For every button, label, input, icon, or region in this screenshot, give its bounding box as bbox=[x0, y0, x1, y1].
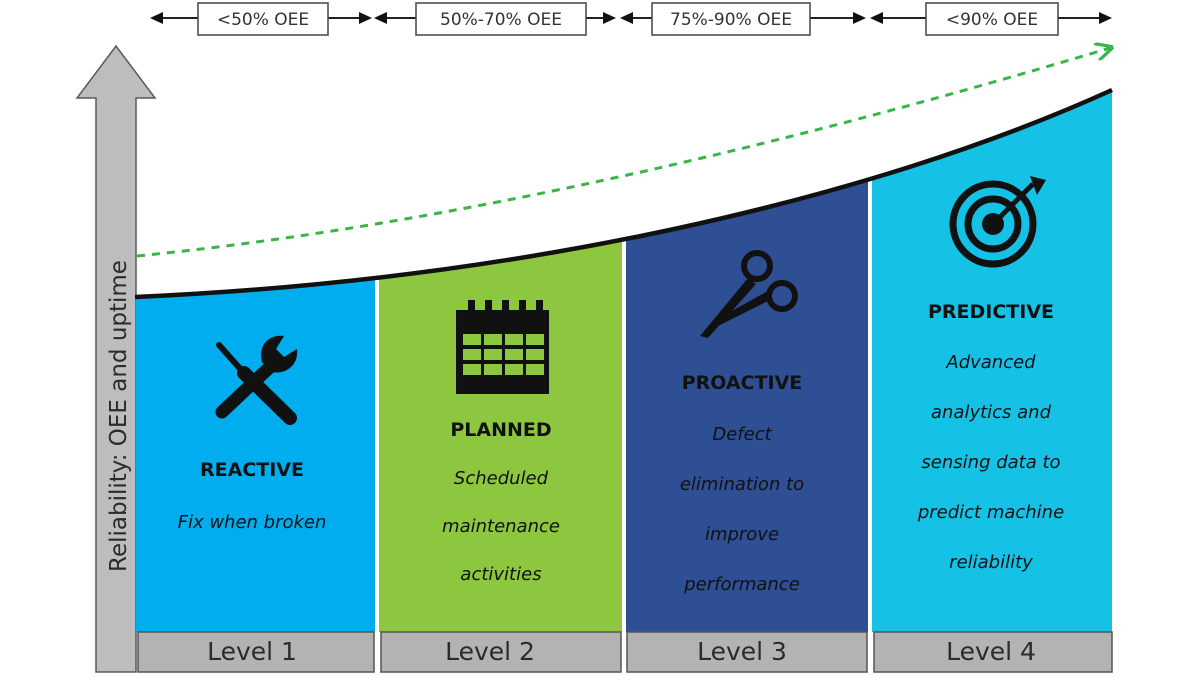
level-2-label: Level 2 bbox=[445, 637, 535, 666]
trend-arrow bbox=[136, 48, 1110, 258]
oee-range-2: 50%-70% OEE bbox=[374, 2, 616, 36]
range-2-label: 50%-70% OEE bbox=[440, 10, 562, 30]
level-1-bar bbox=[137, 631, 375, 673]
level-2-description-line-3: activities bbox=[460, 564, 541, 585]
level-3-bar bbox=[626, 631, 868, 673]
level-2-description-line-1: Scheduled bbox=[454, 468, 549, 489]
calendar-icon bbox=[456, 300, 549, 394]
range-1-right-arrow-icon bbox=[359, 12, 372, 24]
oee-range-4: <90% OEE bbox=[870, 2, 1112, 36]
axis-label: Reliability: OEE and uptime bbox=[106, 260, 132, 572]
level-3-description-line-1: Defect bbox=[712, 424, 772, 445]
level-3-description-line-3: improve bbox=[705, 524, 779, 545]
level-bars: Level 1 Level 2 Level 3 Level 4 bbox=[137, 631, 1113, 673]
level-2-description-line-2: maintenance bbox=[442, 516, 560, 537]
level-3-content: PROACTIVE Defect elimination to improve … bbox=[680, 250, 804, 595]
level-1-panel bbox=[136, 90, 375, 632]
range-2-box bbox=[415, 2, 587, 36]
oee-range-1: <50% OEE bbox=[150, 2, 372, 36]
level-4-description-line-1: Advanced bbox=[945, 352, 1036, 373]
level-2-bar bbox=[380, 631, 622, 673]
range-3-left-arrow-icon bbox=[620, 12, 633, 24]
range-4-box bbox=[925, 2, 1059, 36]
level-4-content: PREDICTIVE Advanced analytics and sensin… bbox=[917, 176, 1064, 573]
level-2-content: PLANNED Scheduled maintenance activities bbox=[442, 300, 560, 585]
tools-icon bbox=[215, 335, 298, 425]
level-3-description-line-2: elimination to bbox=[680, 474, 804, 495]
level-4-description-line-3: sensing data to bbox=[921, 452, 1060, 473]
level-columns bbox=[136, 90, 1112, 632]
level-4-description-line-5: reliability bbox=[949, 552, 1033, 573]
level-3-label: Level 3 bbox=[697, 637, 787, 666]
level-2-title: PLANNED bbox=[450, 419, 551, 441]
range-2-left-arrow-icon bbox=[374, 12, 387, 24]
range-4-left-arrow-icon bbox=[870, 12, 883, 24]
oee-range-3: 75%-90% OEE bbox=[620, 2, 866, 36]
y-axis-arrow: Reliability: OEE and uptime bbox=[75, 44, 157, 673]
range-3-label: 75%-90% OEE bbox=[670, 10, 792, 30]
range-1-box bbox=[197, 2, 329, 36]
level-4-panel bbox=[872, 90, 1112, 632]
range-1-label: <50% OEE bbox=[217, 10, 309, 30]
range-1-left-arrow-icon bbox=[150, 12, 163, 24]
level-4-description-line-4: predict machine bbox=[917, 502, 1064, 523]
level-4-label: Level 4 bbox=[946, 637, 1036, 666]
target-icon bbox=[949, 176, 1046, 268]
level-3-title: PROACTIVE bbox=[682, 372, 803, 394]
range-3-right-arrow-icon bbox=[853, 12, 866, 24]
level-4-description-line-2: analytics and bbox=[931, 402, 1052, 423]
level-4-title: PREDICTIVE bbox=[928, 301, 1054, 323]
range-4-right-arrow-icon bbox=[1099, 12, 1112, 24]
oee-ranges: <50% OEE 50%-70% OEE 75%-90% OEE <90% OE… bbox=[150, 2, 1112, 36]
level-4-bar bbox=[873, 631, 1113, 673]
level-1-description-line-1: Fix when broken bbox=[178, 512, 327, 533]
range-3-box bbox=[651, 2, 811, 36]
range-4-label: <90% OEE bbox=[946, 10, 1038, 30]
level-1-label: Level 1 bbox=[207, 637, 297, 666]
level-3-description-line-4: performance bbox=[683, 574, 800, 595]
range-2-right-arrow-icon bbox=[603, 12, 616, 24]
level-1-content: REACTIVE Fix when broken bbox=[178, 335, 327, 533]
level-1-title: REACTIVE bbox=[200, 459, 304, 481]
reliability-curve bbox=[134, 87, 1113, 300]
scissors-icon bbox=[700, 250, 798, 338]
